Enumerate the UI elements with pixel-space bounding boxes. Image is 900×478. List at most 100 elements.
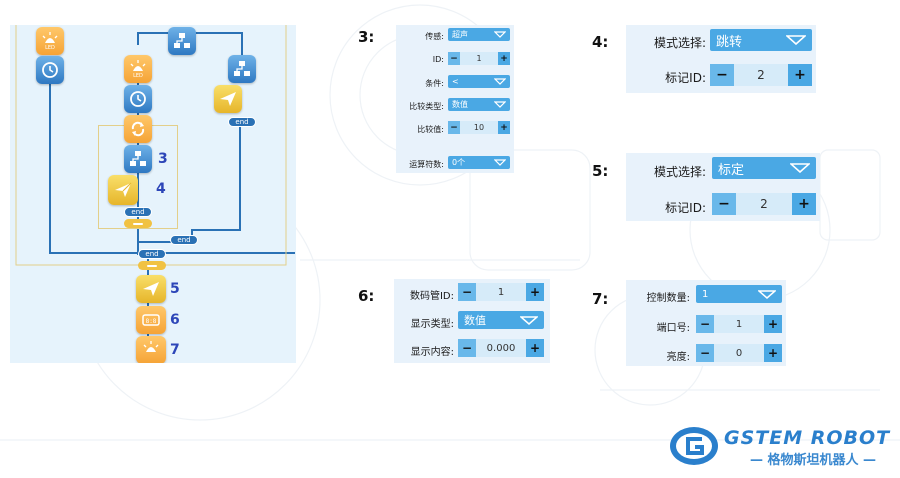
timer-block[interactable]	[36, 56, 64, 84]
chevron-down-icon	[494, 101, 506, 108]
led-block-7[interactable]	[136, 336, 166, 363]
panel-4: 模式选择: 跳转 标记ID: − 2 +	[626, 25, 816, 93]
mode-select-4[interactable]: 跳转	[710, 29, 812, 51]
display-content-label: 显示内容:	[410, 347, 454, 358]
chevron-down-icon	[758, 289, 776, 299]
display-block-6[interactable]: 8:8	[136, 306, 166, 334]
panel-4-number: 4:	[592, 33, 609, 51]
condition-label: 条件:	[425, 79, 444, 88]
sensor-select-value: 超声	[452, 30, 468, 39]
mode-label-4: 模式选择:	[653, 36, 706, 50]
brightness-plus-button[interactable]: +	[764, 344, 782, 362]
compare-minus-button[interactable]: −	[448, 121, 460, 134]
display-id-minus-button[interactable]: −	[458, 283, 476, 301]
hierarchy-icon	[174, 33, 190, 48]
sensor-select[interactable]: 超声	[448, 28, 510, 41]
panel-3-number: 3:	[358, 28, 375, 46]
display-content-minus-button[interactable]: −	[458, 339, 476, 357]
paper-plane-icon	[220, 92, 236, 106]
operand-count-select-value: 0个	[452, 158, 466, 167]
lamp-icon: LED	[130, 60, 146, 79]
gstem-robot-logo: GSTEM ROBOT — 格物斯坦机器人 —	[668, 425, 900, 468]
control-count-select[interactable]: 1	[696, 285, 782, 303]
id-label: ID:	[432, 55, 444, 64]
compare-value-stepper[interactable]: − 10 +	[448, 121, 510, 134]
svg-text:8:8: 8:8	[146, 318, 157, 325]
flow-canvas[interactable]: LED LED 3 4 end end end end 5 8:8 6	[10, 25, 296, 363]
operand-count-label: 运算符数:	[409, 160, 444, 169]
led-block[interactable]: LED	[36, 27, 64, 55]
condition-select[interactable]: <	[448, 75, 510, 88]
compare-value-label: 比较值:	[417, 125, 444, 134]
display-id-plus-button[interactable]: +	[526, 283, 544, 301]
compare-type-select-value: 数值	[452, 100, 468, 109]
step-label-3: 3	[158, 151, 168, 167]
loop-end-pill[interactable]	[124, 219, 152, 228]
main-end-pill[interactable]	[138, 261, 166, 270]
marker-label-4: 标记ID:	[665, 71, 706, 85]
operand-count-select[interactable]: 0个	[448, 156, 510, 169]
end-tag-main[interactable]: end	[138, 249, 166, 259]
refresh-icon	[131, 121, 145, 137]
display-type-select[interactable]: 数值	[458, 311, 544, 329]
display-type-label: 显示类型:	[410, 319, 454, 330]
send-block-right[interactable]	[214, 85, 242, 113]
timer-block-branch[interactable]	[124, 85, 152, 113]
panel-5: 模式选择: 标定 标记ID: − 2 +	[626, 153, 820, 221]
compare-value[interactable]: 10	[460, 121, 498, 134]
brightness-stepper[interactable]: − 0 +	[696, 344, 782, 362]
mode-select-5[interactable]: 标定	[712, 157, 816, 179]
digital-display-icon: 8:8	[142, 314, 160, 326]
id-plus-button[interactable]: +	[498, 52, 510, 65]
display-id-value[interactable]: 1	[476, 283, 526, 301]
port-value[interactable]: 1	[714, 315, 764, 333]
marker-4-plus-button[interactable]: +	[788, 64, 812, 86]
port-minus-button[interactable]: −	[696, 315, 714, 333]
id-stepper[interactable]: − 1 +	[448, 52, 510, 65]
mode-select-5-value: 标定	[718, 162, 745, 178]
id-value[interactable]: 1	[460, 52, 498, 65]
branch-block-3[interactable]	[124, 145, 152, 173]
hierarchy-icon	[130, 151, 146, 166]
chevron-down-icon	[520, 315, 538, 325]
step-label-4: 4	[156, 181, 166, 197]
logo-mark-icon	[670, 427, 718, 465]
compare-plus-button[interactable]: +	[498, 121, 510, 134]
end-tag-loop[interactable]: end	[124, 207, 152, 217]
send-block-5[interactable]	[136, 275, 166, 303]
mode-label-5: 模式选择:	[653, 165, 706, 179]
panel-7-number: 7:	[592, 290, 609, 308]
display-id-stepper[interactable]: − 1 +	[458, 283, 544, 301]
id-minus-button[interactable]: −	[448, 52, 460, 65]
svg-text:LED: LED	[45, 45, 55, 51]
end-tag-branch[interactable]: end	[170, 235, 198, 245]
branch-block[interactable]	[168, 27, 196, 55]
display-content-plus-button[interactable]: +	[526, 339, 544, 357]
marker-4-value[interactable]: 2	[734, 64, 788, 86]
marker-stepper-4[interactable]: − 2 +	[710, 64, 812, 86]
marker-4-minus-button[interactable]: −	[710, 64, 734, 86]
branch-block-right[interactable]	[228, 55, 256, 83]
port-plus-button[interactable]: +	[764, 315, 782, 333]
brightness-minus-button[interactable]: −	[696, 344, 714, 362]
marker-5-plus-button[interactable]: +	[792, 193, 816, 215]
display-content-value[interactable]: 0.000	[476, 339, 526, 357]
marker-stepper-5[interactable]: − 2 +	[712, 193, 816, 215]
sensor-label: 传感:	[425, 32, 444, 41]
send-block-4[interactable]	[108, 175, 138, 205]
marker-5-value[interactable]: 2	[736, 193, 792, 215]
loop-block[interactable]	[124, 115, 152, 143]
brightness-label: 亮度:	[666, 352, 690, 363]
marker-label-5: 标记ID:	[665, 201, 706, 215]
led-block-branch[interactable]: LED	[124, 55, 152, 83]
end-tag-right[interactable]: end	[228, 117, 256, 127]
chevron-down-icon	[494, 159, 506, 166]
compare-type-select[interactable]: 数值	[448, 98, 510, 111]
brightness-value[interactable]: 0	[714, 344, 764, 362]
panel-7: 控制数量: 1 端口号: − 1 + 亮度: − 0 +	[626, 280, 786, 366]
step-label-6: 6	[170, 312, 180, 328]
display-content-stepper[interactable]: − 0.000 +	[458, 339, 544, 357]
port-stepper[interactable]: − 1 +	[696, 315, 782, 333]
panel-6-number: 6:	[358, 287, 375, 305]
marker-5-minus-button[interactable]: −	[712, 193, 736, 215]
